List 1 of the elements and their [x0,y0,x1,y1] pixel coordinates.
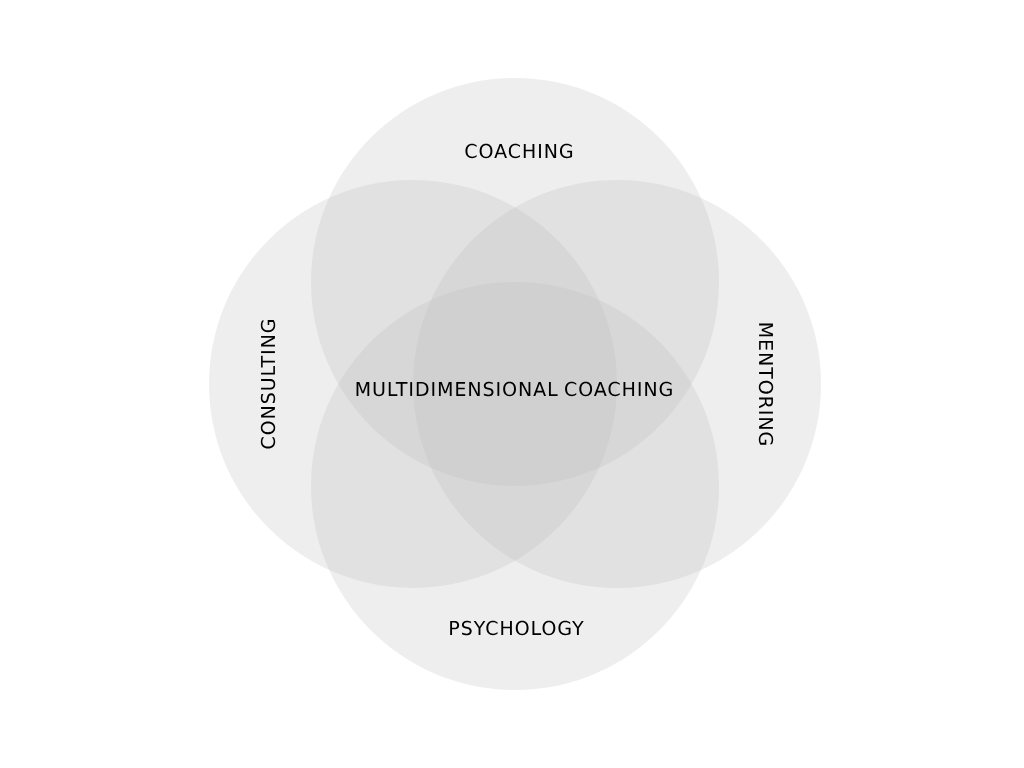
center-label: MULTIDIMENSIONAL COACHING [356,381,672,397]
